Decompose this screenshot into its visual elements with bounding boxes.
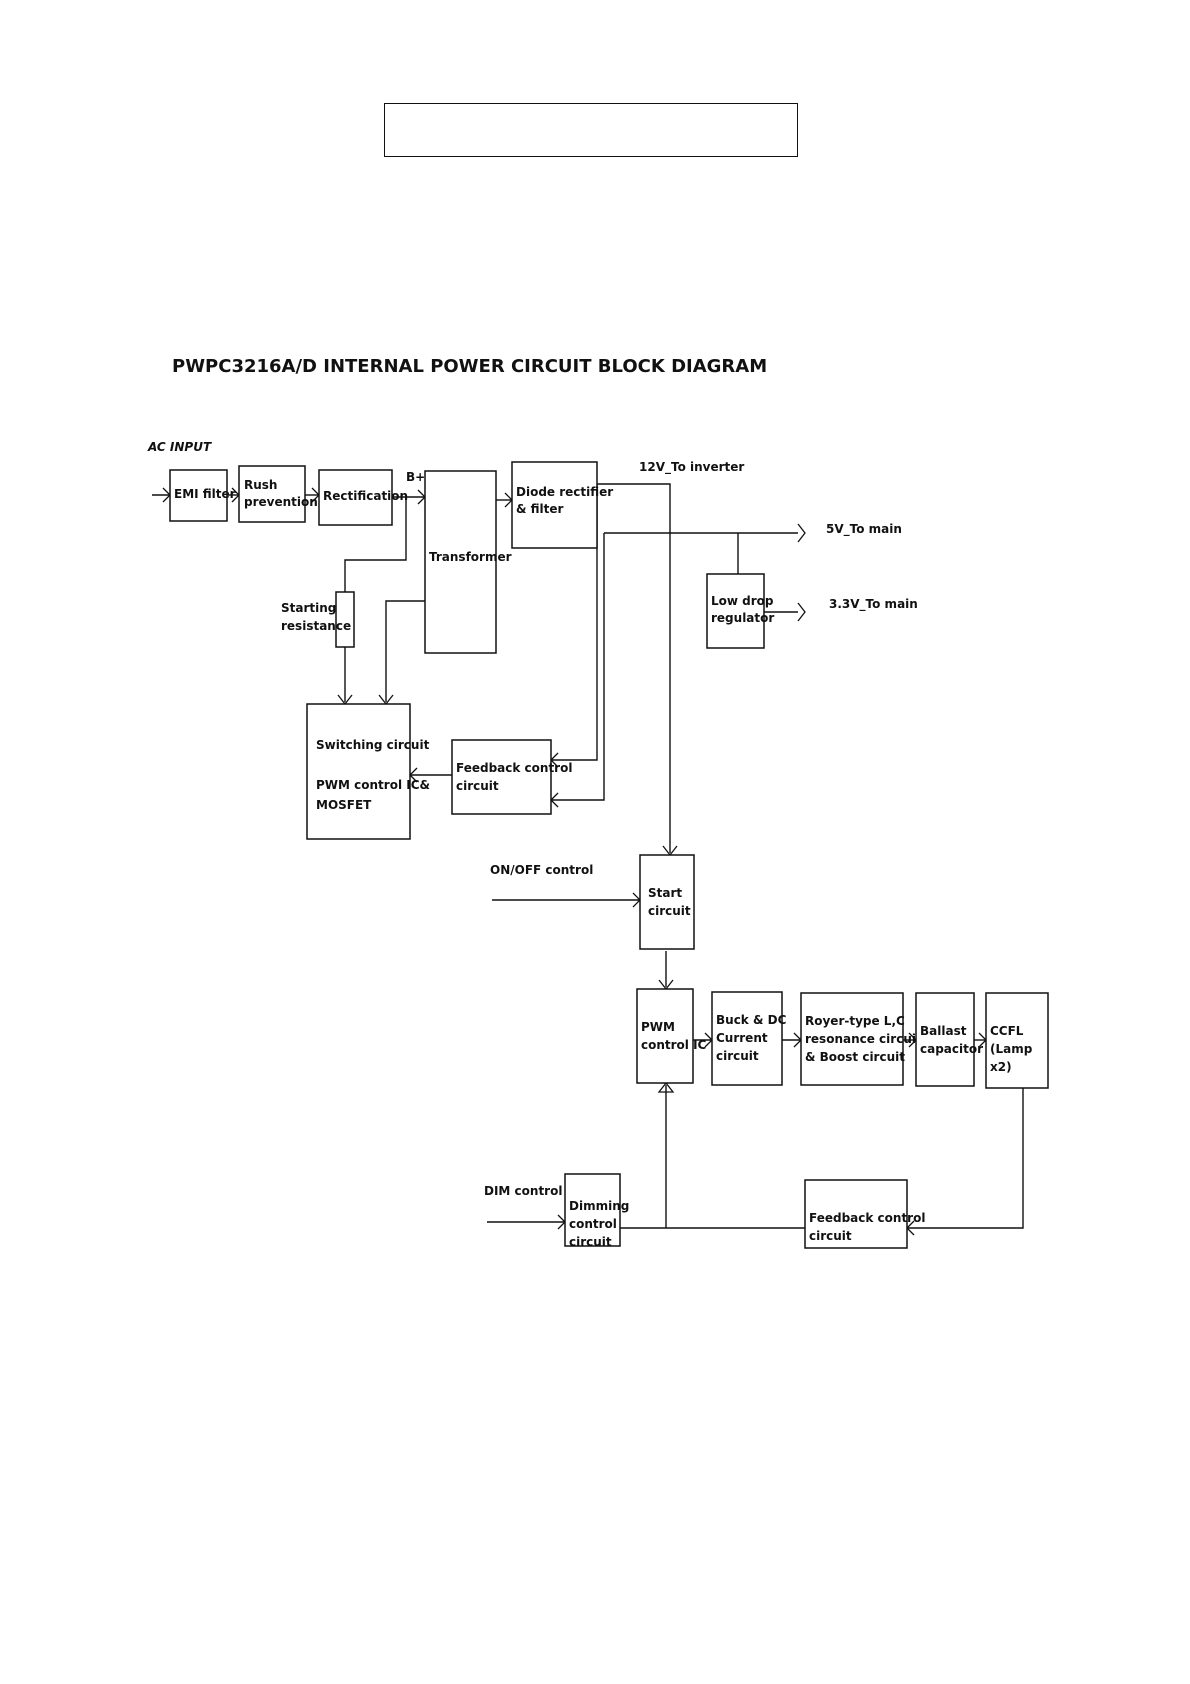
block-start-circuit: Start circuit <box>639 854 695 950</box>
rush-prevention-text-2: prevention <box>244 495 318 509</box>
block-switching-circuit: Switching circuit PWM control IC& MOSFET <box>306 703 430 840</box>
royer-type-text-1: Royer-type L,C <box>805 1014 905 1028</box>
block-royer-type: Royer-type L,C resonance circuit & Boost… <box>800 992 922 1086</box>
royer-type-text-3: & Boost circuit <box>805 1050 905 1064</box>
block-feedback-control-1: Feedback control circuit <box>451 739 572 815</box>
on-off-control-label: ON/OFF control <box>490 863 593 877</box>
starting-resistance-text-2: resistance <box>281 619 351 633</box>
feedback-control-2-text-2: circuit <box>809 1229 852 1243</box>
block-pwm-control-ic: PWM control IC <box>636 988 707 1084</box>
block-feedback-control-2: Feedback control circuit <box>804 1179 925 1249</box>
wire-transformer-switching <box>385 600 425 702</box>
ccfl-text-1: CCFL <box>990 1024 1024 1038</box>
royer-type-text-2: resonance circuit <box>805 1032 922 1046</box>
arrow-3v3-out <box>797 602 806 622</box>
emi-filter-text-1: EMI filter <box>174 487 236 501</box>
feedback-control-1-text-2: circuit <box>456 779 499 793</box>
b-plus-label: B+ <box>406 470 425 484</box>
transformer-text-1: Transformer <box>429 550 512 564</box>
pwm-control-ic-text-2: control IC <box>641 1038 707 1052</box>
header-box <box>384 103 798 157</box>
ccfl-text-2: (Lamp <box>990 1042 1033 1056</box>
block-diode-rectifier: Diode rectifier & filter <box>511 461 613 549</box>
start-circuit-text-2: circuit <box>648 904 691 918</box>
diagram-title: PWPC3216A/D INTERNAL POWER CIRCUIT BLOCK… <box>172 356 767 377</box>
block-dimming-control: Dimming control circuit <box>564 1173 629 1249</box>
wire-ccfl-feedback <box>907 1088 1024 1229</box>
block-emi-filter: EMI filter <box>169 469 236 522</box>
pwm-control-ic-text-1: PWM <box>641 1020 675 1034</box>
wire-12v-inverter <box>597 483 671 853</box>
dim-control-label: DIM control <box>484 1184 562 1198</box>
to-main-5v-label: 5V_To main <box>826 522 902 537</box>
block-rush-prevention: Rush prevention <box>238 465 318 523</box>
dimming-control-text-3: circuit <box>569 1235 612 1249</box>
to-main-3v3-label: 3.3V_To main <box>829 597 918 612</box>
wires <box>152 483 1024 1229</box>
wire-12v-feedback <box>551 484 598 761</box>
buck-dc-current-text-1: Buck & DC <box>716 1013 787 1027</box>
buck-dc-current-text-3: circuit <box>716 1049 759 1063</box>
arrow-5v-out <box>797 523 806 543</box>
diode-rectifier-text-1: Diode rectifier <box>516 485 613 499</box>
block-low-drop-regulator: Low drop regulator <box>706 573 774 649</box>
block-ballast-capacitor: Ballast capacitor <box>915 992 983 1087</box>
switching-circuit-text-2: PWM control IC& <box>316 778 430 792</box>
block-ccfl: CCFL (Lamp x2) <box>985 992 1049 1089</box>
block-transformer: Transformer <box>424 470 512 654</box>
ballast-capacitor-text-2: capacitor <box>920 1042 983 1056</box>
diode-rectifier-text-2: & filter <box>516 502 564 516</box>
block-rectification: Rectification <box>318 469 408 526</box>
dimming-control-text-2: control <box>569 1217 617 1231</box>
switching-circuit-text-3: MOSFET <box>316 798 372 812</box>
low-drop-regulator-text-1: Low drop <box>711 594 774 608</box>
buck-dc-current-text-2: Current <box>716 1031 768 1045</box>
block-buck-dc-current: Buck & DC Current circuit <box>711 991 787 1086</box>
block-starting-resistance <box>335 591 355 648</box>
feedback-control-1-text-1: Feedback control <box>456 761 572 775</box>
rush-prevention-text-1: Rush <box>244 478 277 492</box>
start-circuit-text-1: Start <box>648 886 682 900</box>
wire-5v-feedback <box>551 533 605 801</box>
rectification-text-1: Rectification <box>323 489 408 503</box>
switching-circuit-text-1: Switching circuit <box>316 738 430 752</box>
wire-bplus-starting <box>344 497 407 592</box>
to-inverter-label: 12V_To inverter <box>639 460 744 475</box>
ccfl-text-3: x2) <box>990 1060 1012 1074</box>
starting-resistance-text-1: Starting <box>281 601 336 615</box>
dimming-control-text-1: Dimming <box>569 1199 629 1213</box>
low-drop-regulator-text-2: regulator <box>711 611 774 625</box>
arrow-pwm-dim <box>657 1081 675 1093</box>
feedback-control-2-text-1: Feedback control <box>809 1211 925 1225</box>
ballast-capacitor-text-1: Ballast <box>920 1024 967 1038</box>
ac-input-label: AC INPUT <box>147 440 212 454</box>
